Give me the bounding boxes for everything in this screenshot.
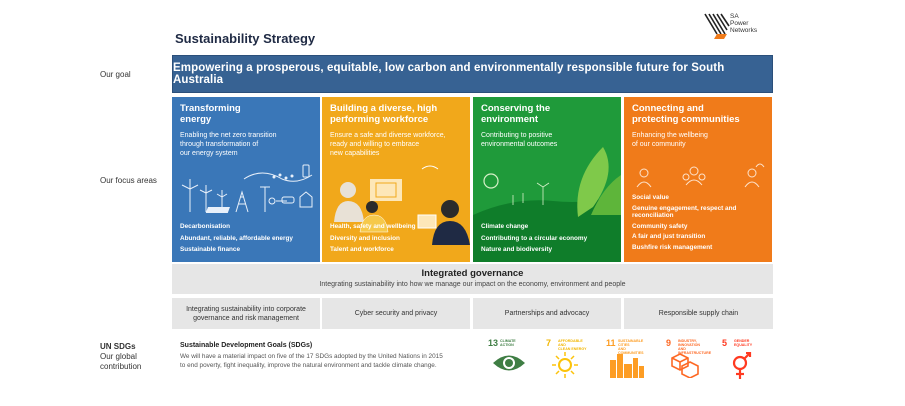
- pillar-corporate-governance: Integrating sustainability into corporat…: [172, 298, 320, 329]
- list-item: Contributing to a circular economy: [481, 233, 587, 245]
- list-item: Climate change: [481, 221, 587, 233]
- label-our-goal: Our goal: [100, 70, 131, 79]
- sdg-section-title: Sustainable Development Goals (SDGs): [180, 342, 312, 349]
- eye-earth-icon: [492, 352, 526, 374]
- list-item: Abundant, reliable, affordable energy: [180, 233, 293, 245]
- sun-icon: [550, 352, 580, 378]
- label-un-sdgs: UN SDGs Our global contribution: [100, 342, 141, 372]
- list-item: Community safety: [632, 222, 736, 233]
- list-item: A fair and just transition: [632, 232, 736, 243]
- card-subtitle: Ensure a safe and diverse workforce,read…: [330, 131, 465, 158]
- label-focus-areas: Our focus areas: [100, 176, 157, 185]
- pillar-cyber-security: Cyber security and privacy: [322, 298, 470, 329]
- goal-banner: Empowering a prosperous, equitable, low …: [172, 55, 773, 93]
- list-item: Social value: [632, 193, 736, 204]
- list-item: Nature and biodiversity: [481, 244, 587, 256]
- city-icon: [610, 352, 644, 378]
- cubes-icon: [670, 352, 704, 378]
- list-item: Decarbonisation: [180, 221, 293, 233]
- card-items: Health, safety and wellbeing Diversity a…: [330, 221, 416, 256]
- list-item: Talent and workforce: [330, 244, 416, 256]
- list-item: Health, safety and wellbeing: [330, 221, 416, 233]
- list-item: Sustainable finance: [180, 244, 293, 256]
- list-item: Diversity and inclusion: [330, 233, 416, 245]
- card-items: Climate change Contributing to a circula…: [481, 221, 587, 256]
- gender-icon: [726, 352, 756, 380]
- logo-wordmark: SA Power Networks: [730, 13, 757, 34]
- page-title: Sustainability Strategy: [175, 31, 315, 46]
- governance-subtitle: Integrating sustainability into how we m…: [172, 281, 773, 288]
- list-item: Bushfire risk management: [632, 243, 736, 254]
- card-items: Social value Genuine engagement, respect…: [632, 193, 736, 253]
- pillar-supply-chain: Responsible supply chain: [624, 298, 773, 329]
- pillar-partnerships: Partnerships and advocacy: [473, 298, 621, 329]
- governance-title: Integrated governance: [172, 268, 773, 279]
- card-items: Decarbonisation Abundant, reliable, affo…: [180, 221, 293, 256]
- integrated-governance-bar: Integrated governance Integrating sustai…: [172, 264, 773, 294]
- sdg-section-description: We will have a material impact on five o…: [180, 352, 480, 370]
